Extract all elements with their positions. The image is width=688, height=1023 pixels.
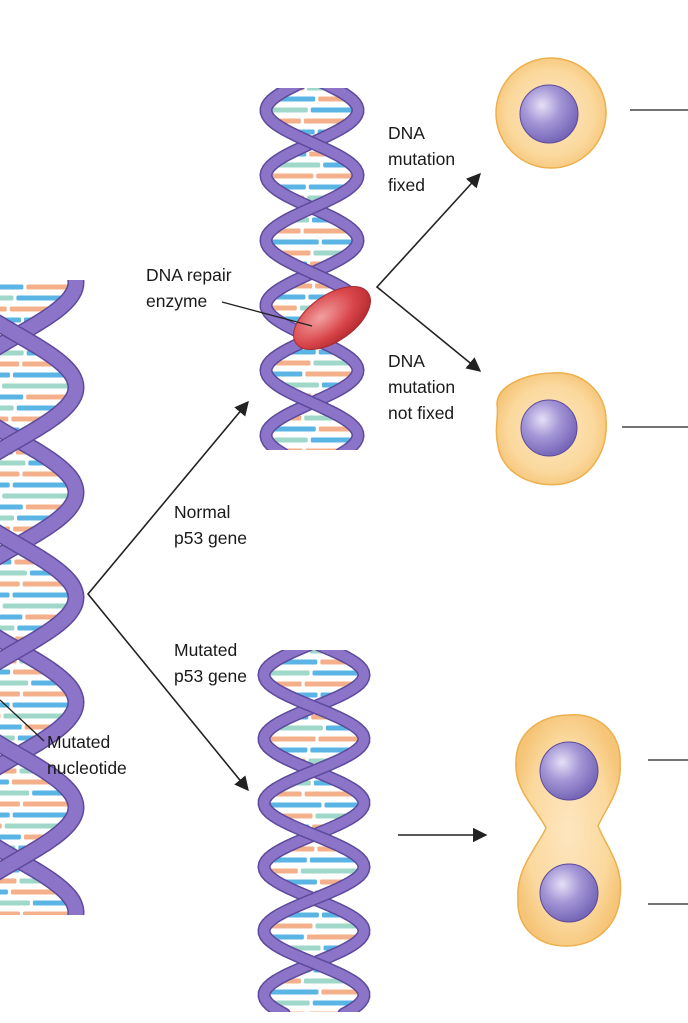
base-pair	[0, 625, 15, 631]
mutated-dna-helix	[0, 270, 76, 918]
base-pair	[0, 394, 24, 400]
base-pair	[0, 713, 1, 719]
base-pair	[0, 691, 20, 697]
label-line: mutation	[388, 146, 455, 172]
mutated-nucleotide-label: Mutated nucleotide	[47, 729, 127, 781]
base-pair	[0, 900, 30, 906]
base-pair	[0, 295, 14, 301]
base-pair	[0, 812, 10, 818]
base-pair	[308, 1011, 342, 1017]
normal-p53-gene-label: Normal p53 gene	[174, 499, 247, 551]
label-line: Mutated	[174, 637, 247, 663]
base-pair	[12, 482, 72, 488]
base-pair	[12, 592, 74, 598]
base-pair	[0, 361, 20, 367]
label-line: mutation	[388, 374, 455, 400]
base-pair	[2, 383, 74, 389]
damaged-cell	[496, 373, 606, 485]
base-pair	[0, 724, 22, 730]
base-pair	[0, 823, 2, 829]
base-pair	[268, 107, 308, 113]
nucleus	[521, 400, 577, 456]
base-pair	[0, 790, 30, 796]
base-pair	[22, 801, 73, 807]
base-pair	[2, 273, 73, 279]
base-pair	[0, 581, 20, 587]
base-pair	[0, 834, 21, 840]
base-pair	[312, 670, 362, 676]
base-pair	[0, 911, 20, 917]
label-line: DNA	[388, 348, 455, 374]
base-pair	[316, 173, 356, 179]
base-pair	[266, 736, 316, 742]
mutated-p53-dna-helix	[264, 645, 364, 1017]
label-line: not fixed	[388, 400, 455, 426]
base-pair	[0, 779, 9, 785]
nucleus	[540, 864, 598, 922]
base-pair	[0, 680, 29, 686]
base-pair	[268, 239, 319, 245]
base-pair	[0, 306, 7, 312]
base-pair	[2, 603, 72, 609]
base-pair	[22, 911, 73, 917]
base-pair	[0, 669, 11, 675]
label-line: DNA	[388, 120, 455, 146]
base-pair	[2, 493, 74, 499]
dividing-cell	[516, 715, 621, 946]
base-pair	[300, 868, 361, 874]
base-pair	[0, 570, 27, 576]
base-pair	[0, 460, 26, 466]
label-line: DNA repair	[146, 262, 232, 288]
base-pair	[266, 802, 322, 808]
base-pair	[0, 471, 20, 477]
base-pair	[0, 482, 10, 488]
normal-cell	[496, 58, 606, 168]
nucleus	[520, 85, 578, 143]
normal-p53-dna-helix	[266, 82, 358, 454]
base-pair	[267, 989, 319, 995]
base-pair	[310, 107, 356, 113]
mutated-p53-gene-label: Mutated p53 gene	[174, 637, 247, 689]
label-line: p53 gene	[174, 525, 247, 551]
label-line: fixed	[388, 172, 455, 198]
nucleus	[540, 742, 598, 800]
base-pair	[0, 504, 23, 510]
label-line: nucleotide	[47, 755, 127, 781]
base-pair	[12, 812, 72, 818]
base-pair	[0, 405, 14, 411]
dna-mutation-fixed-label: DNA mutation fixed	[388, 120, 455, 198]
base-pair	[0, 614, 23, 620]
base-pair	[0, 515, 14, 521]
label-line: Normal	[174, 499, 247, 525]
base-pair	[318, 736, 362, 742]
dna-repair-enzyme-label: DNA repair enzyme	[146, 262, 232, 314]
base-pair	[0, 372, 11, 378]
base-pair	[0, 801, 20, 807]
label-line: p53 gene	[174, 663, 247, 689]
base-pair	[0, 889, 8, 895]
base-pair	[0, 284, 24, 290]
base-pair	[0, 878, 17, 884]
label-line: enzyme	[146, 288, 232, 314]
repair-branch-arrows	[377, 174, 480, 371]
dna-mutation-not-fixed-label: DNA mutation not fixed	[388, 348, 455, 426]
base-pair	[12, 702, 74, 708]
helix-backbone	[266, 82, 358, 454]
base-pair	[0, 592, 10, 598]
base-pair	[268, 173, 314, 179]
label-line: Mutated	[47, 729, 127, 755]
